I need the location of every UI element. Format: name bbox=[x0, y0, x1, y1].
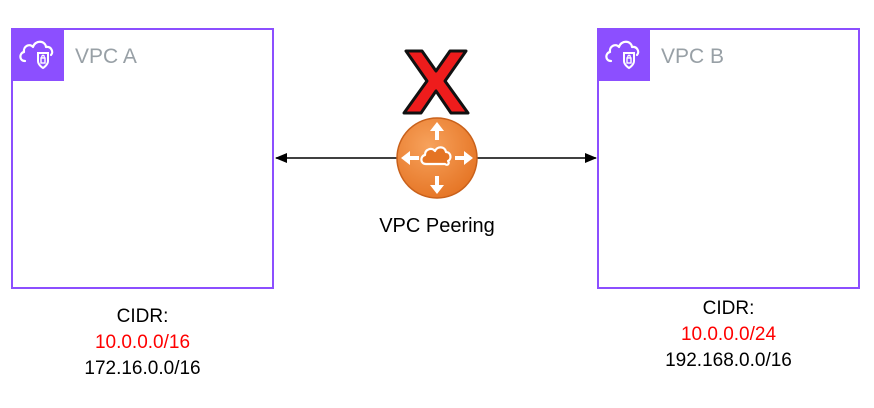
cidr-conflict-value: 10.0.0.0/16 bbox=[94, 332, 191, 353]
vpc-b-title: VPC B bbox=[661, 45, 725, 68]
red-x-icon bbox=[402, 49, 470, 115]
vpc-peering-icon[interactable] bbox=[395, 116, 479, 200]
vpc-a-cidr-block: CIDR: 10.0.0.0/16 172.16.0.0/16 bbox=[11, 304, 274, 382]
vpc-b-cidr-block: CIDR: 10.0.0.0/24 192.168.0.0/16 bbox=[597, 296, 860, 374]
vpc-icon bbox=[11, 28, 64, 81]
cidr-label: CIDR: bbox=[116, 306, 169, 327]
vpc-icon bbox=[597, 28, 650, 81]
cidr-conflict-value: 10.0.0.0/24 bbox=[680, 324, 777, 345]
vpc-b-container[interactable]: VPC B bbox=[597, 28, 860, 289]
cidr-secondary-value: 172.16.0.0/16 bbox=[84, 358, 201, 379]
cidr-label: CIDR: bbox=[702, 298, 755, 319]
cidr-secondary-value: 192.168.0.0/16 bbox=[665, 350, 792, 371]
vpc-a-title: VPC A bbox=[75, 45, 137, 68]
vpc-a-container[interactable]: VPC A bbox=[11, 28, 274, 289]
peering-label: VPC Peering bbox=[379, 215, 495, 237]
